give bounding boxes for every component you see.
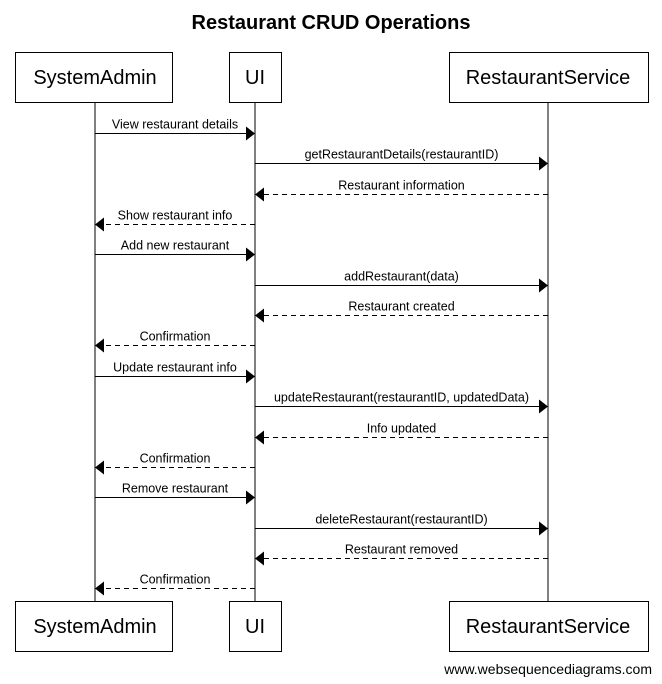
- message-label: Confirmation: [140, 452, 211, 466]
- message-9: Update restaurant info: [95, 361, 255, 384]
- message-label: Update restaurant info: [113, 361, 237, 375]
- participant-label: SystemAdmin: [33, 67, 156, 89]
- message-label: Confirmation: [140, 330, 211, 344]
- arrowhead-icon: [255, 430, 264, 445]
- participant-label: UI: [245, 616, 265, 638]
- message-7: Restaurant created: [255, 300, 548, 323]
- participant-box: [15, 52, 173, 103]
- arrowhead-icon: [95, 217, 104, 232]
- arrowhead-icon: [95, 338, 104, 353]
- message-6: addRestaurant(data): [255, 270, 548, 293]
- message-4: Show restaurant info: [95, 209, 255, 232]
- arrowhead-icon: [95, 460, 104, 475]
- participant-label: RestaurantService: [466, 616, 631, 638]
- message-label: Restaurant removed: [345, 543, 458, 557]
- arrowhead-icon: [255, 187, 264, 202]
- message-8: Confirmation: [95, 330, 255, 353]
- participant-svc-bottom: RestaurantService: [449, 601, 649, 652]
- participant-admin-top: SystemAdmin: [15, 52, 173, 103]
- arrowhead-icon: [539, 521, 548, 536]
- message-1: View restaurant details: [95, 118, 255, 141]
- lifelines: [94, 102, 549, 601]
- arrowhead-icon: [255, 551, 264, 566]
- arrowhead-icon: [539, 399, 548, 414]
- arrowhead-icon: [95, 581, 104, 596]
- message-5: Add new restaurant: [95, 239, 255, 262]
- arrowhead-icon: [246, 247, 255, 262]
- participant-box: [15, 601, 173, 652]
- diagram-title: Restaurant CRUD Operations: [192, 12, 471, 34]
- message-label: Restaurant created: [348, 300, 454, 314]
- message-label: Restaurant information: [338, 179, 465, 193]
- participant-label: UI: [245, 67, 265, 89]
- participant-box: [449, 601, 649, 652]
- message-label: Info updated: [367, 422, 437, 436]
- message-14: deleteRestaurant(restaurantID): [255, 513, 548, 536]
- message-10: updateRestaurant(restaurantID, updatedDa…: [255, 391, 548, 414]
- message-16: Confirmation: [95, 573, 255, 596]
- message-label: Show restaurant info: [118, 209, 233, 223]
- message-label: addRestaurant(data): [344, 270, 459, 284]
- arrowhead-icon: [246, 126, 255, 141]
- arrowhead-icon: [246, 490, 255, 505]
- message-15: Restaurant removed: [255, 543, 548, 566]
- message-label: deleteRestaurant(restaurantID): [315, 513, 487, 527]
- participant-svc-top: RestaurantService: [449, 52, 649, 103]
- participant-box: [229, 52, 282, 103]
- participants-bottom: SystemAdmin UI RestaurantService: [15, 601, 649, 652]
- message-2: getRestaurantDetails(restaurantID): [255, 148, 548, 171]
- arrowhead-icon: [246, 369, 255, 384]
- participant-label: RestaurantService: [466, 67, 631, 89]
- message-11: Info updated: [255, 422, 548, 445]
- participant-box: [449, 52, 649, 103]
- messages: View restaurant details getRestaurantDeta…: [95, 118, 548, 596]
- message-label: updateRestaurant(restaurantID, updatedDa…: [274, 391, 529, 405]
- message-12: Confirmation: [95, 452, 255, 475]
- message-13: Remove restaurant: [95, 482, 255, 505]
- arrowhead-icon: [539, 156, 548, 171]
- participant-label: SystemAdmin: [33, 616, 156, 638]
- arrowhead-icon: [539, 278, 548, 293]
- arrowhead-icon: [255, 308, 264, 323]
- message-label: getRestaurantDetails(restaurantID): [305, 148, 499, 162]
- message-3: Restaurant information: [255, 179, 548, 202]
- participants-top: SystemAdmin UI RestaurantService: [15, 52, 649, 103]
- message-label: Confirmation: [140, 573, 211, 587]
- message-label: View restaurant details: [112, 118, 238, 132]
- watermark: www.websequencediagrams.com: [443, 661, 652, 677]
- message-label: Remove restaurant: [122, 482, 229, 496]
- participant-admin-bottom: SystemAdmin: [15, 601, 173, 652]
- message-label: Add new restaurant: [121, 239, 230, 253]
- participant-box: [229, 601, 282, 652]
- participant-ui-bottom: UI: [229, 601, 282, 652]
- participant-ui-top: UI: [229, 52, 282, 103]
